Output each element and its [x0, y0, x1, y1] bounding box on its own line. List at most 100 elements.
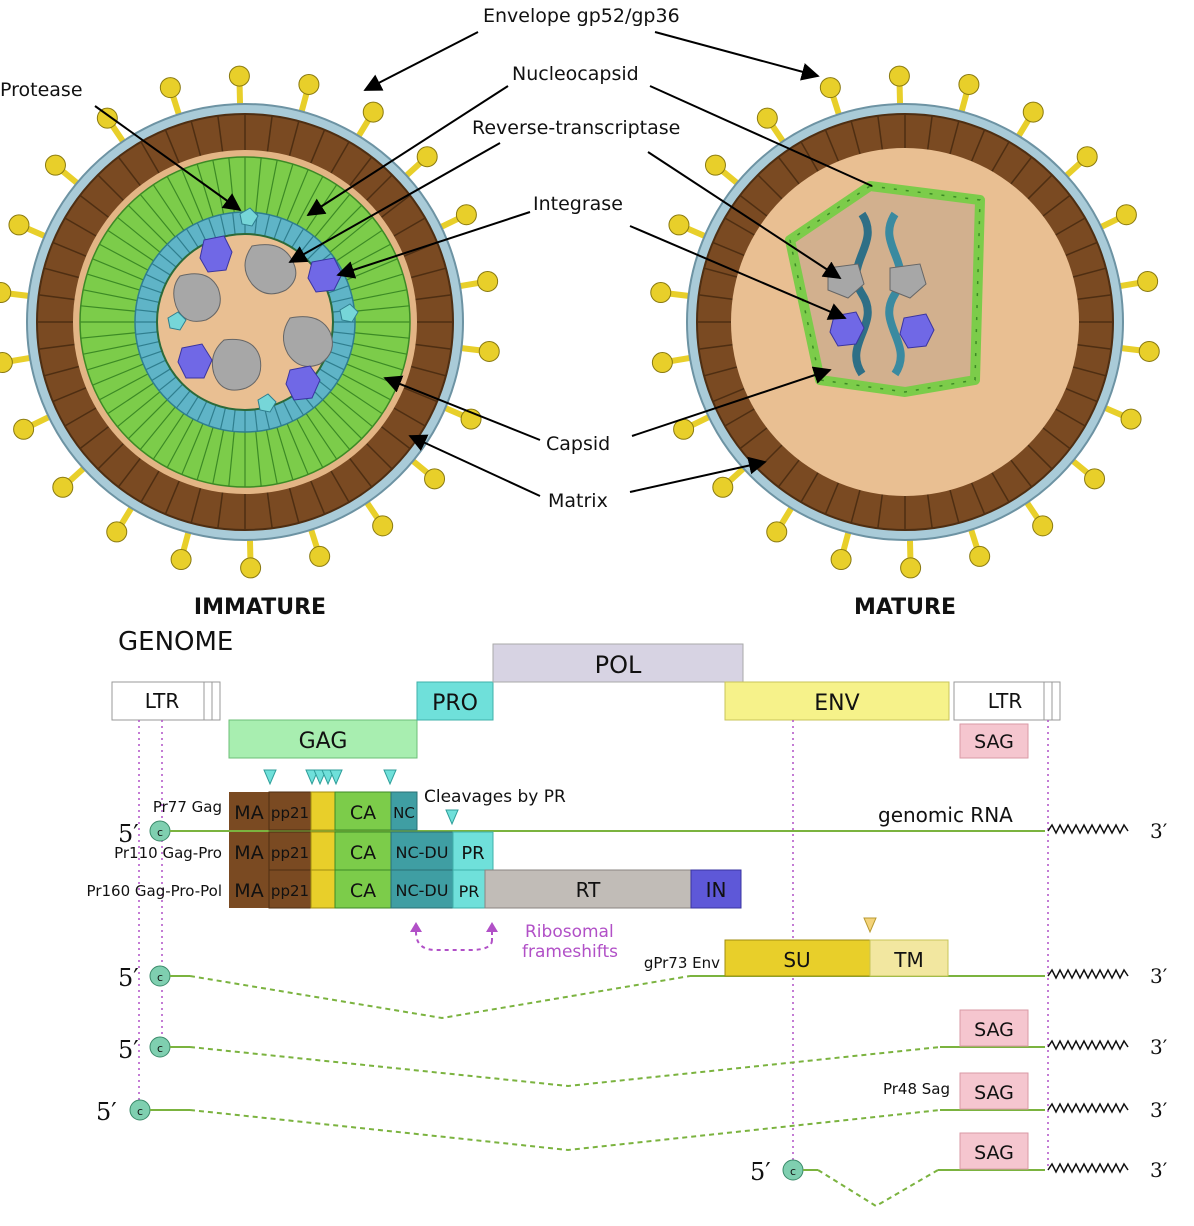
gene-ltr-left [111, 681, 221, 721]
segment-line [158, 252, 177, 268]
gene-pol [492, 643, 744, 683]
segment-line [366, 174, 393, 201]
spike-head [900, 557, 922, 579]
segment-line [166, 383, 184, 401]
segment-line [99, 373, 149, 401]
row6-5prime: 5′ [96, 1098, 117, 1126]
spike-head [651, 352, 673, 374]
row7-sag [959, 1132, 1029, 1170]
segment-line [800, 472, 819, 503]
spike-head [1138, 340, 1160, 362]
segment-line [349, 458, 373, 488]
segment-line [273, 404, 282, 427]
segment-line [926, 494, 933, 529]
spike-head [756, 107, 778, 129]
enzyme-grey-4 [173, 273, 221, 322]
segment-line [703, 267, 738, 278]
segment-line [43, 267, 80, 279]
segment-line [166, 243, 184, 261]
segment-line [97, 174, 124, 201]
genomic-rna-label: genomic RNA [878, 803, 1013, 827]
segment-line [282, 401, 294, 422]
segment-line [52, 387, 87, 403]
pr77-gag: MA pp21 CA NC [229, 791, 418, 831]
segment-line [276, 427, 294, 481]
segment-line [175, 390, 191, 409]
segment-line [410, 267, 447, 279]
segment-line [208, 217, 217, 240]
row7-5prime: 5′ [750, 1158, 771, 1186]
segment-line [296, 418, 324, 468]
spike-head [455, 204, 477, 226]
segment-line [777, 459, 800, 488]
row6-sag-label: SAG [974, 1082, 1014, 1104]
segment-line [158, 376, 177, 392]
capsid-mature [785, 181, 985, 397]
pr77-ca: CA [350, 802, 376, 824]
segment-line [92, 363, 144, 386]
label-matrix: Matrix [548, 490, 608, 512]
pr48-label: Pr48 Sag [883, 1080, 950, 1098]
segment-line [327, 285, 350, 294]
spike-head [96, 107, 118, 129]
spike-head [372, 515, 394, 537]
enzyme-grey-1 [244, 244, 297, 295]
genome-title: GENOME [118, 627, 233, 657]
immature-virion [0, 65, 500, 579]
segment-line [217, 115, 224, 152]
spike-head [106, 521, 128, 543]
segment-line [43, 365, 80, 377]
spike-head [1137, 270, 1159, 292]
enzyme-blue-3 [177, 343, 213, 379]
segment-line [352, 289, 407, 302]
enzyme-grey-3 [211, 338, 262, 391]
segment-line [99, 243, 149, 271]
segment-line [217, 492, 224, 529]
row4-cap-label: c [157, 971, 163, 984]
pr160-nc-du: NC-DU [396, 881, 449, 900]
segment-line [1027, 174, 1053, 200]
pr110-pp21: pp21 [271, 844, 309, 862]
rt-mature-2 [889, 263, 927, 299]
segment-line [282, 222, 294, 243]
pr77-nc: NC [393, 804, 415, 822]
row1-cap-label: c [157, 826, 163, 839]
segment-line [329, 216, 373, 253]
segment-line [1010, 156, 1033, 185]
segment-line [107, 229, 154, 262]
segment-line [319, 368, 339, 382]
segment-line [64, 217, 97, 237]
gene-gag [228, 719, 418, 759]
protease-3 [339, 303, 359, 323]
spike-head [1022, 101, 1044, 123]
row5-cap-label: c [157, 1042, 163, 1055]
row5-3prime: 3′ [1150, 1035, 1168, 1059]
segment-line [1027, 444, 1053, 470]
spike-head [298, 73, 320, 95]
segment-line [64, 407, 97, 427]
segment-line [1072, 267, 1107, 278]
segment-line [777, 156, 800, 185]
segment-line [850, 489, 861, 524]
label-integrase: Integrase [533, 193, 623, 215]
spike-head [1084, 468, 1106, 490]
frameshift-label-2: frameshifts [522, 942, 618, 962]
spike-head [673, 418, 695, 440]
segment-line [349, 156, 373, 186]
segment-line [254, 409, 258, 432]
pr77-label: Pr77 Gag [153, 798, 222, 816]
segment-line [336, 382, 383, 415]
segment-line [341, 373, 391, 401]
segment-line [415, 343, 452, 350]
segment-line [850, 120, 861, 155]
title-immature: IMMATURE [194, 595, 326, 620]
spike-head [1076, 146, 1098, 168]
spike-head [0, 282, 12, 304]
segment-line [350, 273, 404, 291]
gpr73-tm-label: TM [893, 948, 923, 972]
segment-line [327, 350, 350, 359]
segment-line [164, 129, 180, 164]
matrix-segments-mature [697, 114, 1113, 530]
mature-virion [650, 65, 1160, 579]
segment-line [255, 431, 262, 487]
